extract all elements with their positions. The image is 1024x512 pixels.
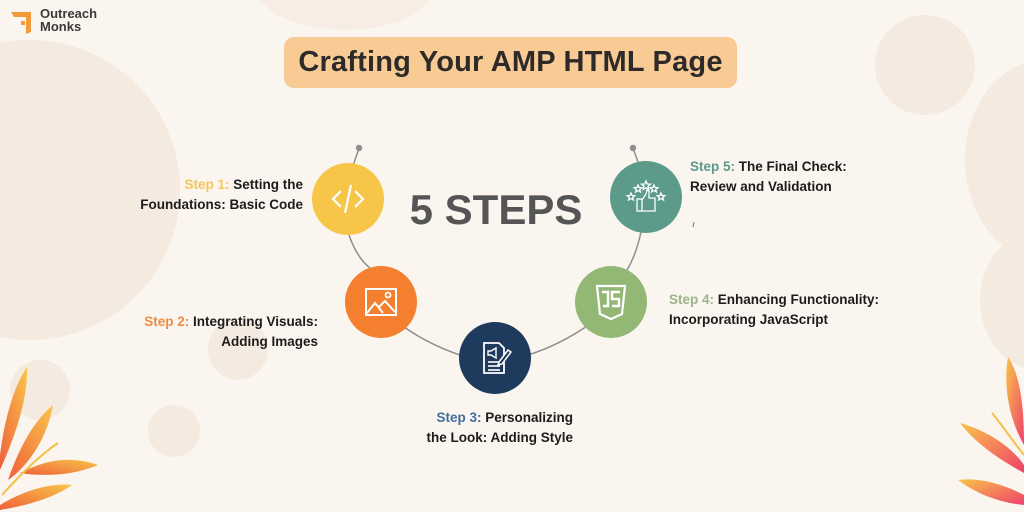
pin-right — [629, 144, 637, 152]
page-title: Crafting Your AMP HTML Page — [298, 46, 723, 78]
logo-line2: Monks — [40, 19, 82, 34]
step-5-circle — [610, 161, 682, 233]
pin-left — [355, 144, 363, 152]
bg-circle — [148, 405, 200, 457]
step-1-number: Step 1: — [184, 177, 230, 192]
step-2-label: Step 2: Integrating Visuals: Adding Imag… — [144, 312, 318, 352]
step-1-text-line2: Foundations: Basic Code — [140, 197, 303, 212]
step-3-label: Step 3: Personalizing the Look: Adding S… — [421, 408, 574, 448]
step-4-text-line1: Enhancing Functionality: — [717, 292, 880, 307]
step-1-circle — [312, 163, 384, 235]
bg-circle — [208, 318, 268, 380]
step-3-circle — [459, 322, 531, 394]
step-2-circle — [345, 266, 417, 338]
code-icon — [331, 184, 365, 214]
brand-logo[interactable]: Outreach Monks — [10, 6, 97, 34]
step-3-number: Step 3: — [436, 410, 482, 425]
steps-count-label: 5 STEPS — [409, 186, 583, 233]
logo-icon — [11, 12, 31, 34]
step-5-text-line1: The Final Check: — [738, 159, 847, 174]
logo-line1: Outreach — [40, 6, 98, 21]
leaf-decoration-right — [958, 357, 1024, 505]
step-4-circle — [575, 266, 647, 338]
step-2-number: Step 2: — [144, 314, 190, 329]
document-edit-icon — [483, 342, 513, 374]
step-3-text-line2: the Look: Adding Style — [426, 430, 574, 445]
step-5-label: Step 5: The Final Check: Review and Vali… — [690, 157, 847, 197]
step-1-label: Step 1: Setting the Foundations: Basic C… — [140, 175, 303, 215]
step-2-text-line1: Integrating Visuals: — [192, 314, 318, 329]
step-4-text-line2: Incorporating JavaScript — [669, 312, 829, 327]
javascript-icon — [595, 284, 627, 321]
title-banner: Crafting Your AMP HTML Page — [284, 37, 737, 88]
step-1-text-line1: Setting the — [233, 177, 303, 192]
step-4-number: Step 4: — [669, 292, 715, 307]
leaf-decoration-left — [0, 367, 98, 510]
step-2-text-line2: Adding Images — [221, 334, 318, 349]
stray-mark — [692, 221, 695, 228]
bg-circle — [875, 15, 975, 115]
image-icon — [365, 288, 397, 316]
rating-thumbs-up-icon — [625, 179, 667, 212]
step-5-number: Step 5: — [690, 159, 736, 174]
step-3-text-line1: Personalizing — [485, 410, 573, 425]
step-4-label: Step 4: Enhancing Functionality: Incorpo… — [669, 290, 879, 330]
step-5-text-line2: Review and Validation — [690, 179, 832, 194]
